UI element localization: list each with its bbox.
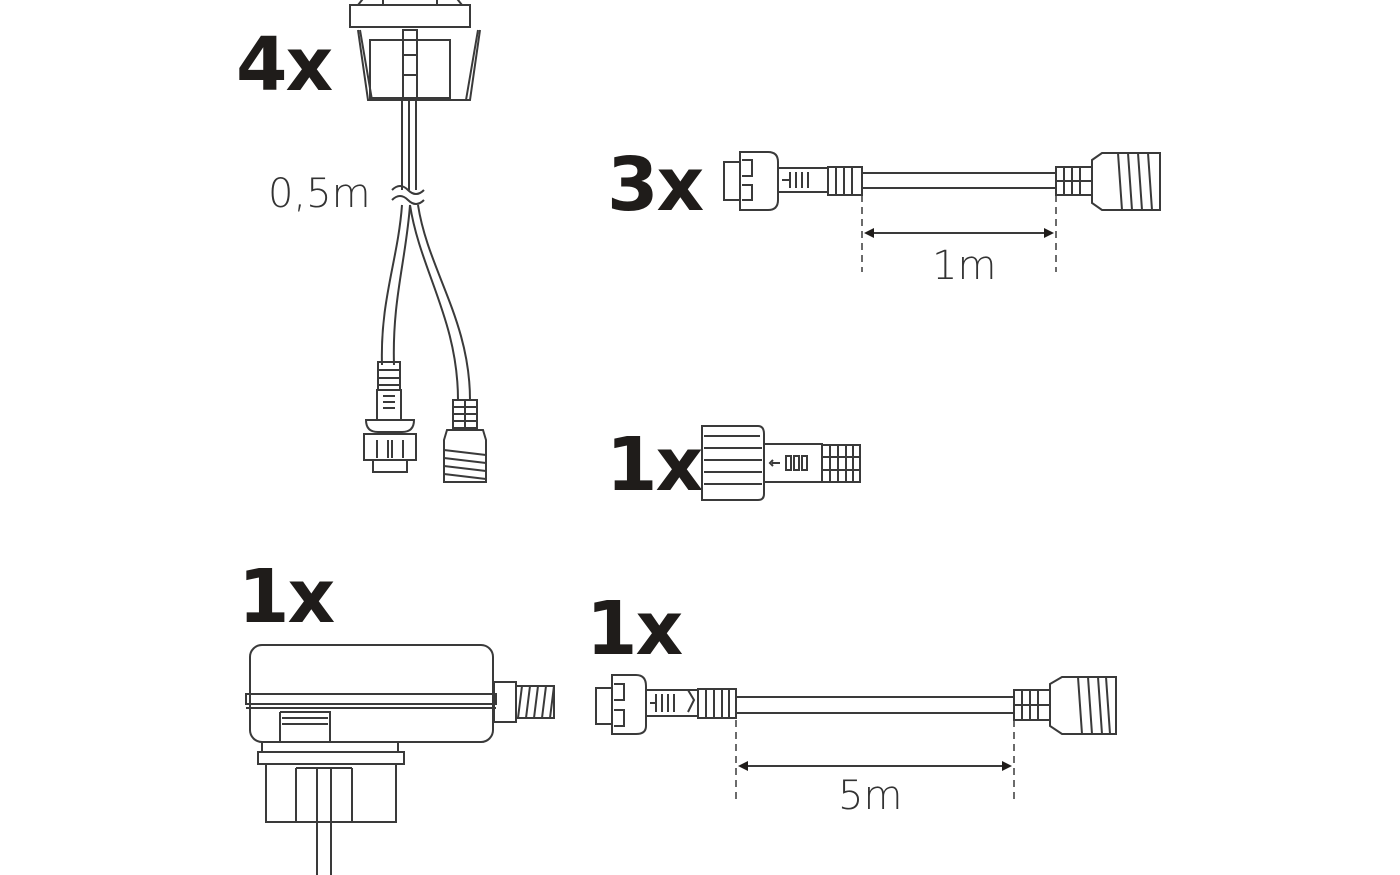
dimension-label-0-5m: 0,5m xyxy=(268,171,371,217)
dimension-label-1m: 1m xyxy=(932,243,997,289)
light-fixture-icon xyxy=(349,0,487,483)
quantity-extension-1m: 3x xyxy=(607,142,704,228)
power-adapter-icon xyxy=(245,644,555,875)
quantity-end-cap: 1x xyxy=(606,422,703,508)
extension-cable-5m-icon xyxy=(595,674,1117,800)
quantity-light-fixture: 4x xyxy=(236,22,333,108)
end-cap-icon xyxy=(701,425,861,501)
dimension-label-5m: 5m xyxy=(838,773,903,819)
extension-cable-1m-icon xyxy=(723,151,1161,272)
quantity-extension-5m: 1x xyxy=(586,586,683,672)
quantity-power-adapter: 1x xyxy=(238,554,335,640)
